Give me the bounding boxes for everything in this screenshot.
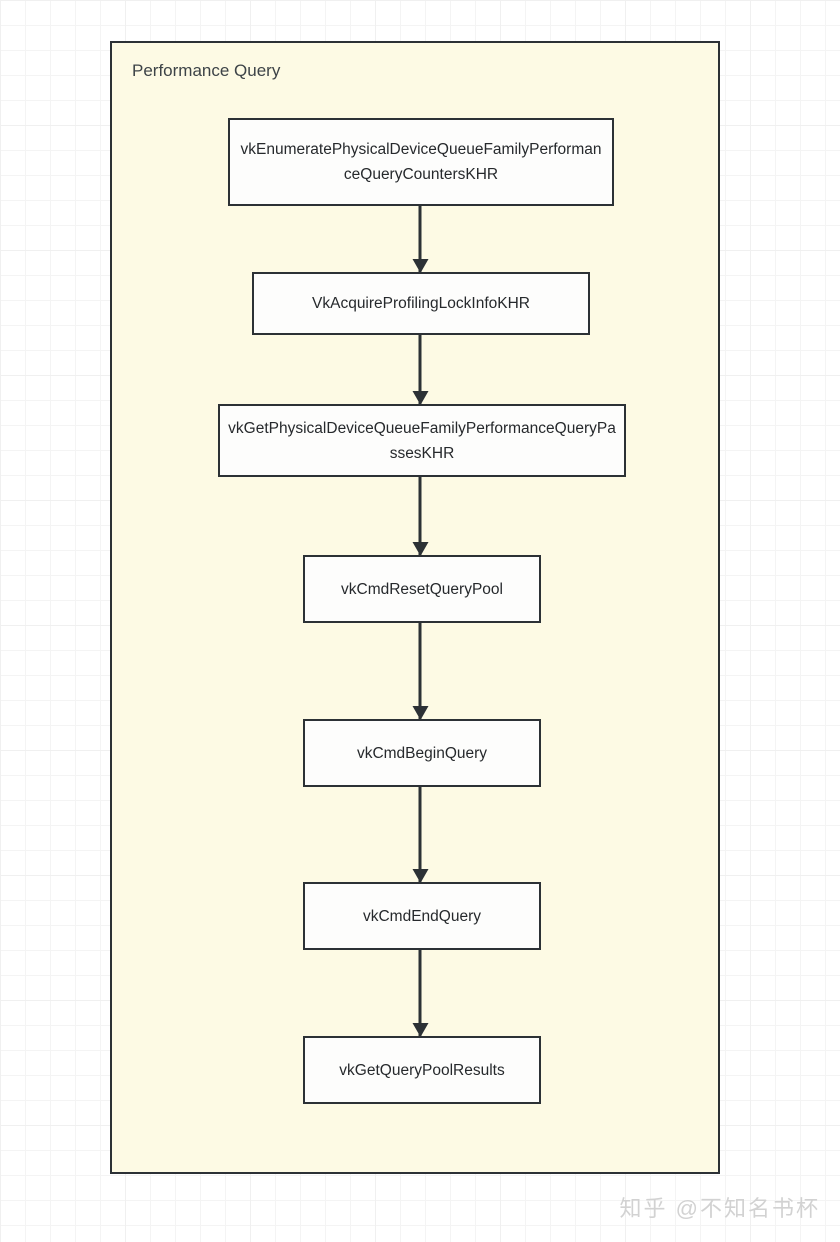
- arrow-down-icon: [418, 950, 422, 1036]
- arrow-down-icon: [418, 787, 422, 882]
- flow-node-acquire-profiling-lock-info[interactable]: VkAcquireProfilingLockInfoKHR: [252, 272, 590, 335]
- cluster-title: Performance Query: [132, 61, 281, 80]
- flow-node-get-query-passes[interactable]: vkGetPhysicalDeviceQueueFamilyPerformanc…: [218, 404, 626, 477]
- flow-node-label: vkCmdEndQuery: [362, 907, 481, 925]
- flow-node-cmd-end-query[interactable]: vkCmdEndQuery: [303, 882, 541, 950]
- watermark: 知乎 @不知名书杯: [619, 1196, 820, 1221]
- flow-node-label: vkCmdBeginQuery: [356, 744, 488, 762]
- flow-node-get-query-pool-results[interactable]: vkGetQueryPoolResults: [303, 1036, 541, 1104]
- flow-node-label: vkCmdResetQueryPool: [341, 580, 503, 598]
- flow-node-cmd-reset-query-pool[interactable]: vkCmdResetQueryPool: [303, 555, 541, 623]
- arrow-down-icon: [418, 206, 422, 272]
- flow-node-label: VkAcquireProfilingLockInfoKHR: [312, 295, 530, 312]
- arrow-down-icon: [418, 477, 422, 555]
- arrow-down-icon: [418, 335, 422, 404]
- flow-node-label: vkGetQueryPoolResults: [339, 1061, 505, 1079]
- performance-query-cluster: Performance Query: [110, 41, 720, 1174]
- arrow-down-icon: [418, 623, 422, 719]
- flow-node-cmd-begin-query[interactable]: vkCmdBeginQuery: [303, 719, 541, 787]
- flow-node-enumerate-counters[interactable]: vkEnumeratePhysicalDeviceQueueFamilyPerf…: [228, 118, 614, 206]
- flow-node-label: vkEnumeratePhysicalDeviceQueueFamilyPerf…: [240, 141, 602, 183]
- flow-node-label: vkGetPhysicalDeviceQueueFamilyPerformanc…: [228, 419, 616, 462]
